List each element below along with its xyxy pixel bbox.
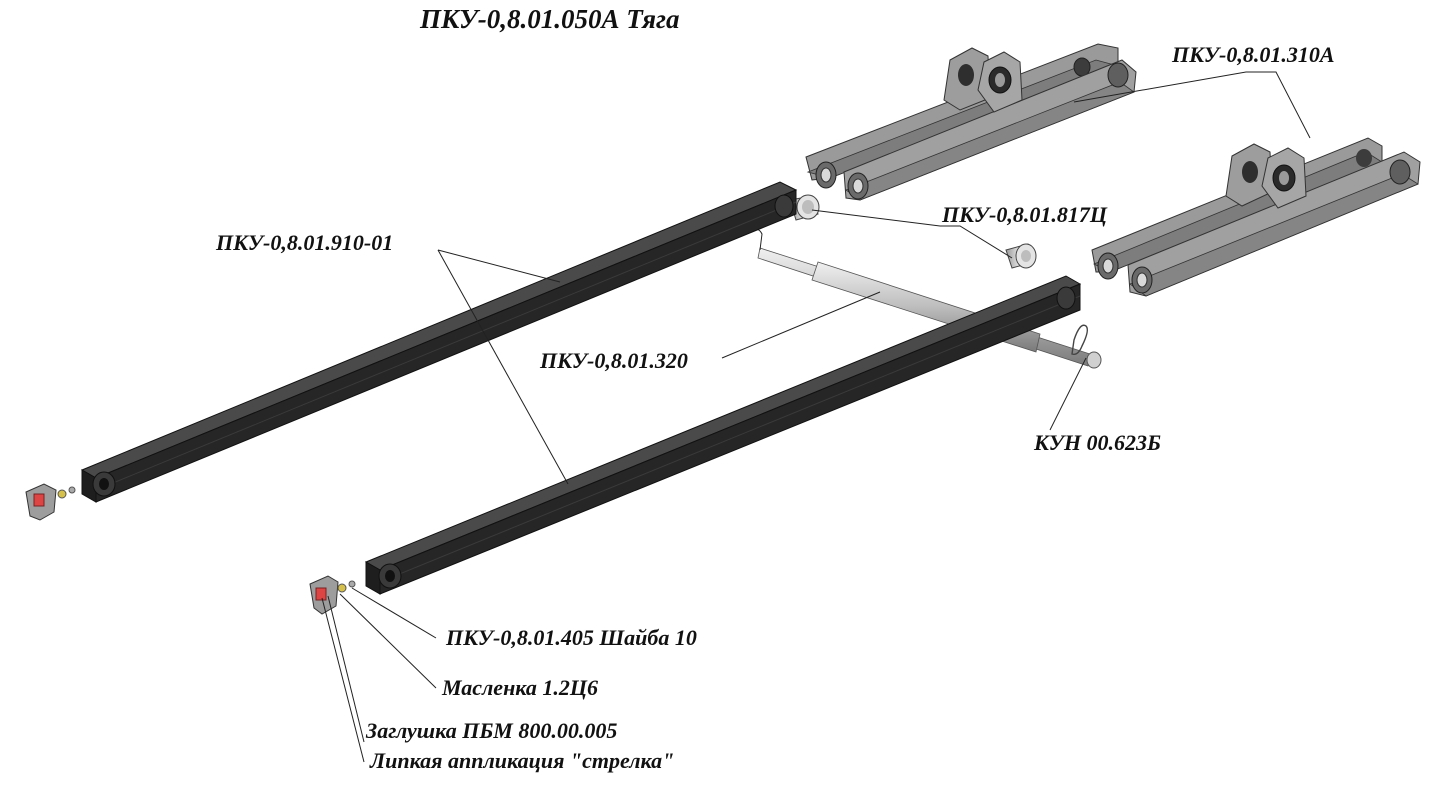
label-beam: ПКУ-0,8.01.910-01: [215, 230, 393, 255]
plug-left: [25, 483, 76, 521]
label-plug: Заглушка ПБМ 800.00.005: [365, 718, 617, 743]
bushing-loose: [1005, 243, 1037, 269]
leader-lines: [321, 71, 1311, 763]
bushing-upper: [789, 194, 820, 221]
label-axle: ПКУ-0,8.01.320: [539, 348, 688, 373]
label-cotter-pin: КУН 00.623Б: [1033, 430, 1161, 455]
label-bushing: ПКУ-0,8.01.817Ц: [941, 202, 1108, 227]
cotter-pin: [1071, 324, 1089, 356]
label-sticker: Липкая аппликация "стрелка": [369, 748, 674, 773]
bracket-upper: [805, 43, 1137, 201]
label-bracket: ПКУ-0,8.01.310А: [1171, 42, 1335, 67]
page-title: ПКУ-0,8.01.050А Тяга: [419, 4, 679, 34]
bracket-lower: [1091, 137, 1421, 297]
beam-upper: [80, 181, 798, 503]
beam-lower: [364, 275, 1082, 595]
plug-lower: [309, 575, 356, 615]
label-grease-fitting: Масленка 1.2Ц6: [441, 675, 598, 700]
label-washer: ПКУ-0,8.01.405 Шайба 10: [445, 625, 697, 650]
